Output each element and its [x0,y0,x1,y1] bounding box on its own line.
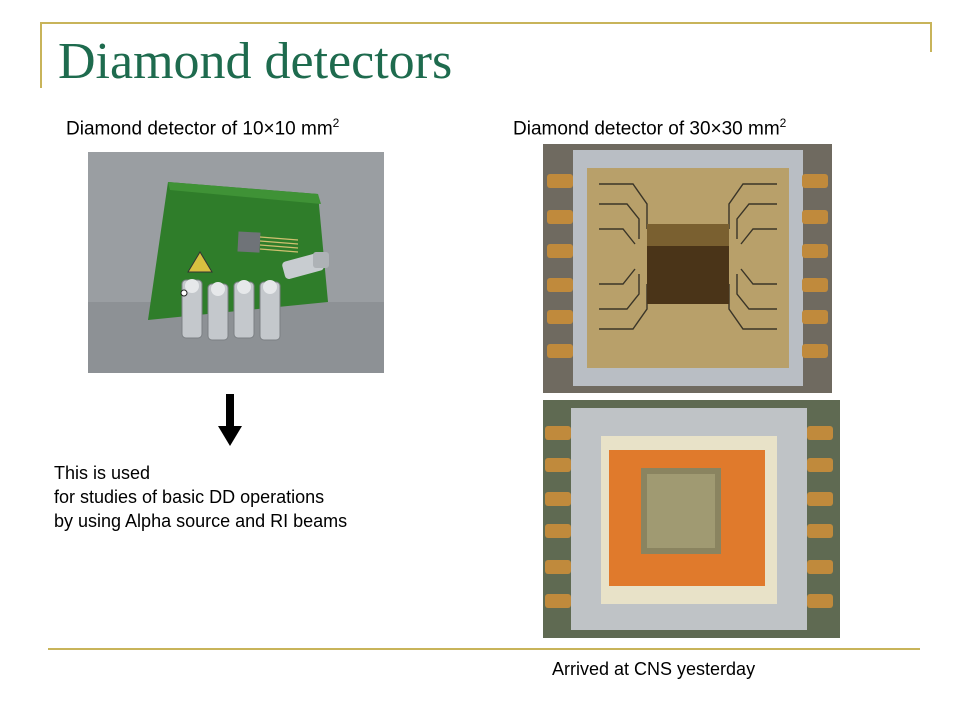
right-label-superscript: 2 [779,116,787,130]
housing-kapton-board-image [543,400,840,638]
description-line-2: for studies of basic DD operations [54,487,325,507]
left-label-superscript: 2 [332,116,340,130]
slide-title: Diamond detectors [58,33,453,90]
description-line-1: This is used [54,463,151,483]
bottom-rule [48,648,920,650]
left-detector-label: Diamond detector of 10×10 mm2 [66,116,339,140]
right-detector-label: Diamond detector of 30×30 mm2 [513,116,786,140]
right-rule [930,22,932,52]
right-bottom-detector-photo [543,400,840,638]
right-top-detector-photo [543,144,832,393]
left-label-text: Diamond detector of 10×10 mm [66,118,333,140]
down-arrow-icon [218,426,242,446]
description-text: This is used for studies of basic DD ope… [54,461,347,533]
description-line-3: by using Alpha source and RI beams [54,511,348,531]
left-detector-photo [88,152,384,373]
down-arrow-shaft [226,394,234,428]
top-rule [40,22,932,24]
housing-gold-board-image [543,144,832,393]
right-label-text: Diamond detector of 30×30 mm [513,118,780,140]
left-rule [40,22,42,88]
arrival-caption: Arrived at CNS yesterday [552,659,756,679]
pcb-photo-image [88,152,384,373]
